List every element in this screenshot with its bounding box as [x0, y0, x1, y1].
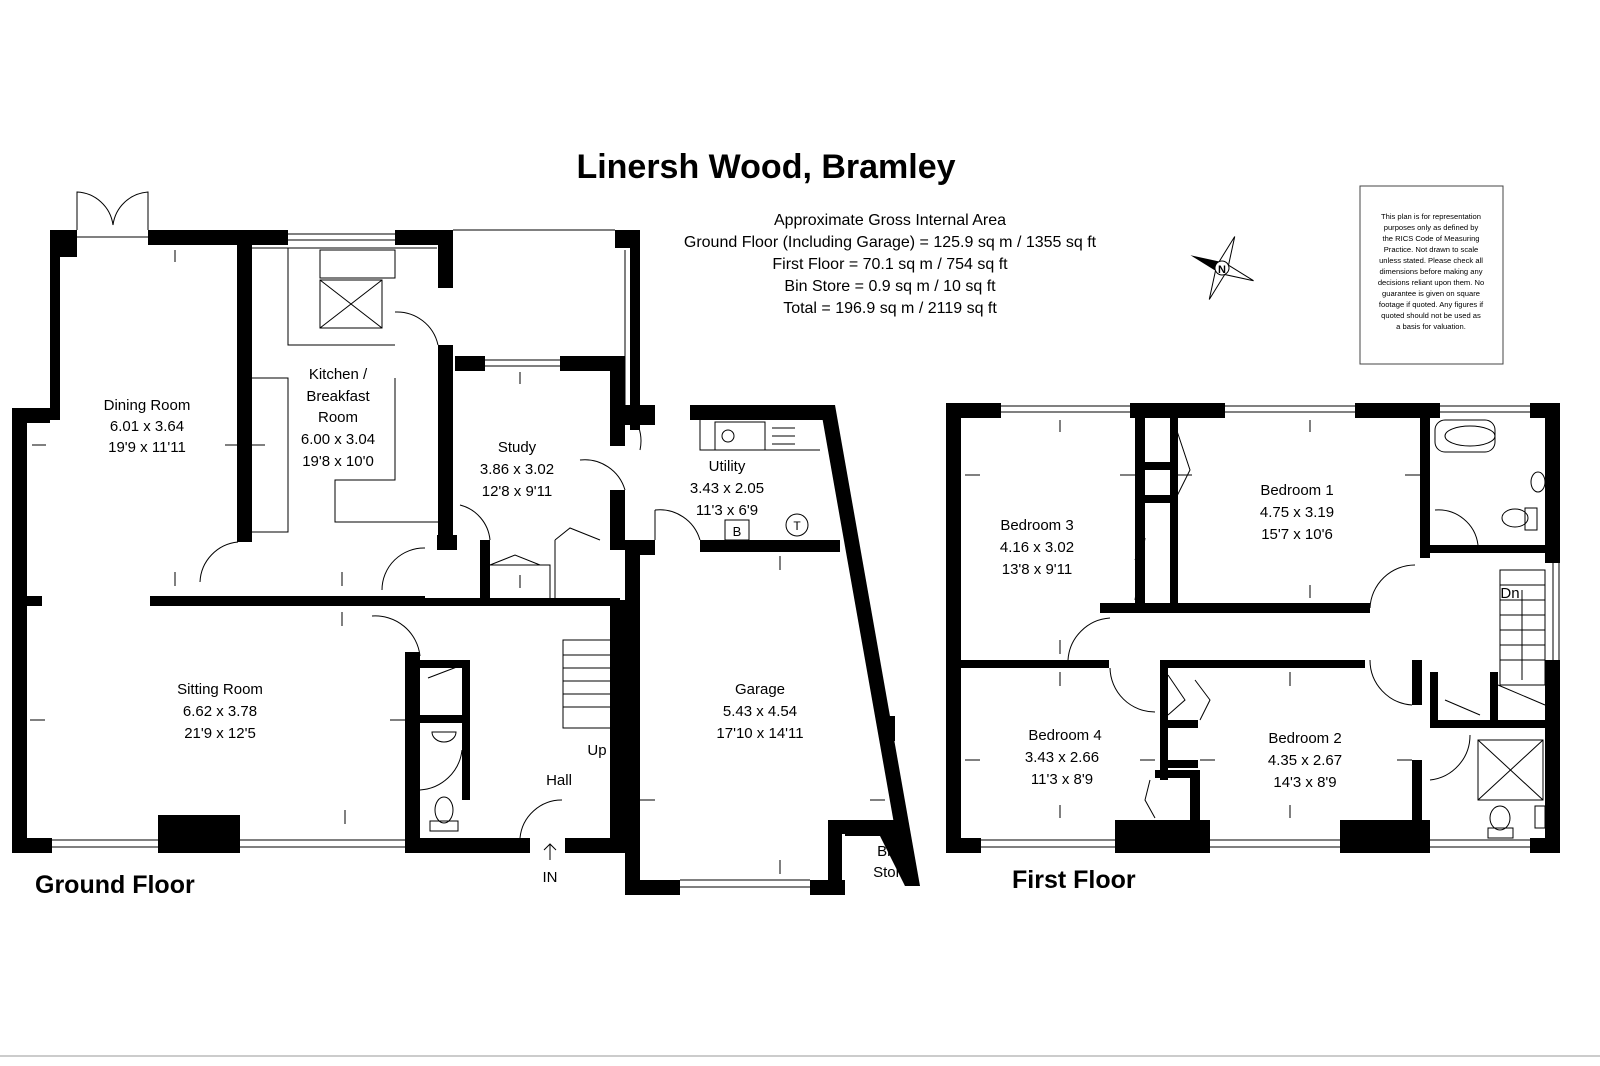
svg-text:decisions reliant upon them. N: decisions reliant upon them. No	[1378, 278, 1484, 287]
room-label-bedroom-3: Bedroom 3 4.16 x 3.02 13'8 x 9'11	[1000, 517, 1074, 578]
svg-text:14'3 x 8'9: 14'3 x 8'9	[1273, 774, 1336, 791]
disclaimer-box	[1359, 185, 1504, 365]
svg-text:11'3 x 6'9: 11'3 x 6'9	[696, 502, 758, 519]
svg-text:19'8 x 10'0: 19'8 x 10'0	[302, 453, 374, 470]
room-label-sitting: Sitting Room 6.62 x 3.78 21'9 x 12'5	[177, 681, 263, 742]
svg-text:6.01 x 3.64: 6.01 x 3.64	[110, 418, 184, 435]
area-heading: Approximate Gross Internal Area	[774, 212, 1006, 229]
svg-text:17'10 x 14'11: 17'10 x 14'11	[716, 725, 803, 742]
plan-title: Linersh Wood, Bramley	[576, 148, 955, 186]
svg-text:3.86 x 3.02: 3.86 x 3.02	[480, 461, 554, 478]
entrance-label: IN	[543, 869, 558, 886]
svg-text:Sitting Room: Sitting Room	[177, 681, 263, 698]
room-label-bin-store: Bin Store	[873, 843, 909, 881]
svg-text:4.35 x 2.67: 4.35 x 2.67	[1268, 752, 1342, 769]
disclaimer-text: This plan is for representation purposes…	[1378, 212, 1484, 331]
room-label-study: Study 3.86 x 3.02 12'8 x 9'11	[480, 439, 554, 500]
area-line-total: Total = 196.9 sq m / 2119 sq ft	[783, 300, 997, 317]
svg-text:purposes only as defined by: purposes only as defined by	[1384, 223, 1479, 232]
svg-text:Bedroom 3: Bedroom 3	[1000, 517, 1073, 534]
svg-text:Bin: Bin	[877, 843, 899, 860]
room-label-bedroom-1: Bedroom 1 4.75 x 3.19 15'7 x 10'6	[1260, 482, 1334, 543]
svg-text:a basis for valuation.: a basis for valuation.	[1396, 322, 1466, 331]
svg-text:Breakfast: Breakfast	[306, 388, 370, 405]
area-line-first: First Floor = 70.1 sq m / 754 sq ft	[772, 256, 1008, 273]
svg-text:19'9 x 11'11: 19'9 x 11'11	[108, 439, 186, 456]
svg-text:dimensions before making any: dimensions before making any	[1380, 267, 1483, 276]
svg-text:3.43 x 2.66: 3.43 x 2.66	[1025, 749, 1099, 766]
area-summary: Approximate Gross Internal Area Ground F…	[684, 212, 1097, 317]
svg-text:guarantee is given on square: guarantee is given on square	[1382, 289, 1480, 298]
svg-text:6.62 x 3.78: 6.62 x 3.78	[183, 703, 257, 720]
room-label-dining: Dining Room 6.01 x 3.64 19'9 x 11'11	[104, 397, 191, 456]
svg-text:Kitchen /: Kitchen /	[309, 366, 368, 383]
svg-text:5.43 x 4.54: 5.43 x 4.54	[723, 703, 797, 720]
svg-text:Utility: Utility	[709, 458, 746, 475]
tank-label: T	[793, 519, 801, 533]
svg-text:13'8 x 9'11: 13'8 x 9'11	[1002, 561, 1073, 578]
first-floor-label: First Floor	[1012, 866, 1136, 894]
boiler-label: B	[733, 524, 742, 539]
room-label-garage: Garage 5.43 x 4.54 17'10 x 14'11	[716, 681, 803, 742]
room-label-bedroom-2: Bedroom 2 4.35 x 2.67 14'3 x 8'9	[1268, 730, 1342, 791]
compass-icon	[1190, 236, 1254, 300]
svg-text:Dining Room: Dining Room	[104, 397, 191, 414]
svg-text:Store: Store	[873, 864, 909, 881]
svg-text:Bedroom 4: Bedroom 4	[1028, 727, 1101, 744]
svg-text:21'9 x 12'5: 21'9 x 12'5	[184, 725, 256, 742]
first-floor-walls	[946, 403, 1560, 853]
svg-text:Practice. Not drawn to scale: Practice. Not drawn to scale	[1384, 245, 1479, 254]
svg-text:the RICS Code of Measuring: the RICS Code of Measuring	[1382, 234, 1479, 243]
svg-text:Room: Room	[318, 409, 358, 426]
svg-text:Bedroom 2: Bedroom 2	[1268, 730, 1341, 747]
svg-text:footage if quoted. Any figures: footage if quoted. Any figures if	[1379, 300, 1484, 309]
svg-text:Bedroom 1: Bedroom 1	[1260, 482, 1333, 499]
area-line-ground: Ground Floor (Including Garage) = 125.9 …	[684, 234, 1097, 251]
svg-text:15'7 x 10'6: 15'7 x 10'6	[1261, 526, 1333, 543]
room-label-utility: Utility 3.43 x 2.05 11'3 x 6'9	[690, 458, 764, 519]
first-floor-details	[965, 405, 1560, 848]
svg-text:unless stated. Please check al: unless stated. Please check all	[1379, 256, 1483, 265]
area-line-bin: Bin Store = 0.9 sq m / 10 sq ft	[784, 278, 996, 295]
svg-text:12'8 x 9'11: 12'8 x 9'11	[482, 483, 553, 500]
stairs-up-label: Up	[587, 742, 606, 759]
svg-text:11'3 x 8'9: 11'3 x 8'9	[1031, 771, 1093, 788]
svg-text:quoted should not be used as: quoted should not be used as	[1381, 311, 1481, 320]
room-label-bedroom-4: Bedroom 4 3.43 x 2.66 11'3 x 8'9	[1025, 727, 1102, 788]
compass-letter: N	[1218, 264, 1226, 276]
svg-text:4.75 x 3.19: 4.75 x 3.19	[1260, 504, 1334, 521]
ground-floor-walls	[12, 230, 920, 895]
stairs-down-label: Dn	[1500, 585, 1519, 602]
ground-floor-label: Ground Floor	[35, 871, 195, 899]
entrance-arrow-icon	[543, 843, 557, 860]
ground-floor-details	[30, 191, 885, 888]
room-label-hall: Hall	[546, 772, 572, 789]
svg-text:4.16 x 3.02: 4.16 x 3.02	[1000, 539, 1074, 556]
svg-text:3.43 x 2.05: 3.43 x 2.05	[690, 480, 764, 497]
room-label-kitchen: Kitchen / Breakfast Room 6.00 x 3.04 19'…	[301, 366, 375, 470]
svg-text:Study: Study	[498, 439, 537, 456]
svg-text:This plan is for representatio: This plan is for representation	[1381, 212, 1481, 221]
svg-text:Garage: Garage	[735, 681, 785, 698]
svg-text:6.00 x 3.04: 6.00 x 3.04	[301, 431, 375, 448]
